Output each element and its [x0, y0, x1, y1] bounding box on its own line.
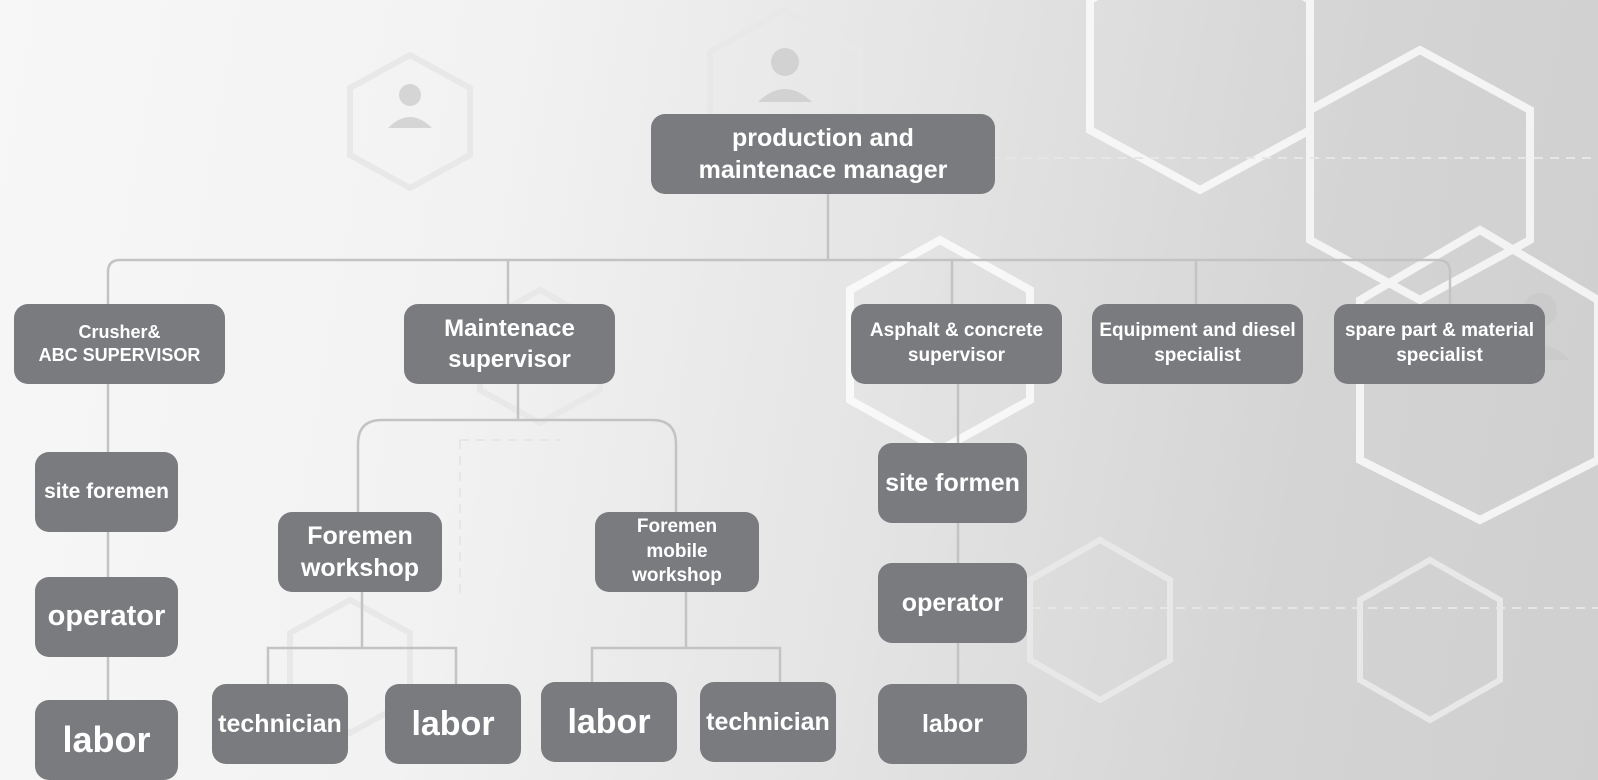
node-label: production and maintenace manager	[698, 123, 948, 185]
node-label: site formen	[885, 468, 1020, 497]
mobile-branch-line	[590, 590, 782, 684]
node-label: site foremen	[44, 480, 169, 504]
maintenance-branch-line	[356, 384, 678, 512]
site-foremen-node: site foremen	[35, 452, 178, 532]
supervisor-bus-line	[106, 258, 1452, 310]
node-label: Crusher& ABC SUPERVISOR	[38, 321, 201, 365]
crusher-operator-node: operator	[35, 577, 178, 657]
foremen-workshop-node: Foremen workshop	[278, 512, 442, 592]
maintenance-supervisor-node: Maintenace supervisor	[404, 304, 615, 384]
node-label: labor	[411, 704, 495, 743]
workshop-labor-node: labor	[385, 684, 521, 764]
production-maintenance-manager-node: production and maintenace manager	[651, 114, 995, 194]
spare-part-material-specialist-node: spare part & material specialist	[1334, 304, 1545, 384]
foremen-mobile-workshop-node: Foremen mobile workshop	[595, 512, 759, 592]
node-label: spare part & material specialist	[1344, 320, 1535, 366]
mobile-labor-node: labor	[541, 682, 677, 762]
node-label: Maintenace supervisor	[444, 314, 575, 373]
node-label: labor	[62, 718, 151, 760]
node-label: labor	[567, 702, 651, 741]
workshop-technician-node: technician	[212, 684, 348, 764]
node-label: technician	[218, 709, 342, 738]
node-label: Asphalt & concrete supervisor	[869, 320, 1044, 366]
equipment-diesel-specialist-node: Equipment and diesel specialist	[1092, 304, 1303, 384]
site-formen-node: site formen	[878, 443, 1027, 523]
node-label: labor	[921, 709, 984, 738]
node-label: operator	[901, 588, 1004, 617]
workshop-branch-line	[266, 590, 458, 684]
crusher-labor-node: labor	[35, 700, 178, 780]
node-label: operator	[47, 600, 166, 633]
node-label: technician	[706, 707, 830, 736]
asphalt-operator-node: operator	[878, 563, 1027, 643]
asphalt-labor-node: labor	[878, 684, 1027, 764]
node-label: Foremen mobile workshop	[632, 515, 722, 587]
crusher-supervisor-node: Crusher& ABC SUPERVISOR	[14, 304, 225, 384]
node-label: Equipment and diesel specialist	[1099, 320, 1296, 366]
node-label: Foremen workshop	[300, 521, 420, 583]
asphalt-concrete-supervisor-node: Asphalt & concrete supervisor	[851, 304, 1062, 384]
mobile-technician-node: technician	[700, 682, 836, 762]
